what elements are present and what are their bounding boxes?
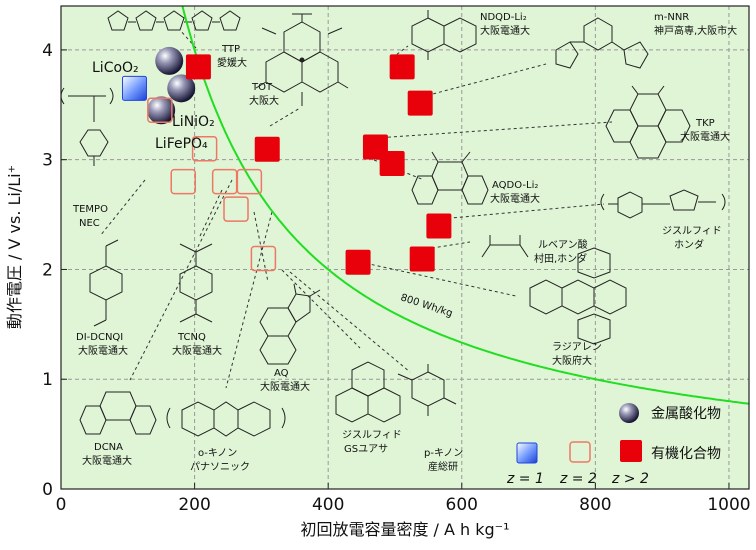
y-axis-title: 動作電圧 / V vs. Li/Li⁺: [5, 165, 24, 329]
x-tick-label: 600: [446, 495, 478, 515]
y-tick-label: 4: [42, 41, 53, 61]
z3-point: [426, 213, 452, 239]
leader-line: [359, 261, 517, 297]
x-tick-label: 200: [178, 495, 210, 515]
metal-label: LiFePO₄: [155, 136, 208, 152]
leader-line: [199, 189, 223, 237]
legend-open-square-icon: [569, 441, 591, 463]
metal-oxide-labels: LiCoO₂ LiNiO₂ LiFePO₄: [92, 60, 215, 152]
compound-label: パナソニック: [190, 461, 250, 473]
leader-lines: [99, 29, 613, 389]
plot-frame: [60, 5, 750, 490]
legend: 金属酸化物 有機化合物 z = 1 z = 2 z > 2: [506, 403, 721, 487]
z2-point: [236, 168, 263, 195]
compound-label: o-キノン: [198, 448, 237, 459]
compound-label: 大阪電通大: [82, 454, 132, 467]
compound-label: TTP: [221, 44, 240, 55]
legend-z3-label: z > 2: [611, 471, 649, 487]
compound-label: 大阪電通大: [172, 344, 222, 357]
compound-label: 村田,ホンダ: [534, 252, 587, 265]
compound-label: TOT: [251, 82, 273, 93]
compound-label: p-キノン: [424, 448, 463, 459]
compound-label: 神戸高専,大阪市大: [654, 24, 737, 37]
metal-label: LiNiO₂: [172, 114, 215, 130]
energy-density-curve: [181, 5, 750, 405]
compound-label: AQDO-Li₂: [492, 180, 538, 191]
y-tick-label: 1: [42, 370, 53, 390]
compound-label: NEC: [79, 218, 100, 229]
compound-label: 愛媛大: [217, 56, 247, 69]
compound-label: 大阪電通大: [78, 344, 128, 357]
molecule-structures: [60, 10, 726, 437]
leader-line: [225, 211, 273, 389]
z1-point: [121, 75, 147, 101]
compound-label: 大阪大: [249, 94, 279, 107]
legend-blue-square-icon: [516, 442, 538, 464]
y-tick-label: 2: [42, 260, 53, 280]
data-marks: [121, 46, 452, 275]
z3-point: [379, 150, 405, 176]
compound-label: DI-DCNQI: [76, 332, 123, 343]
z3-point: [409, 246, 435, 272]
compound-label: ジスルフィド: [342, 430, 402, 441]
metal-oxide-point: [167, 74, 196, 103]
z3-point: [407, 90, 433, 116]
leader-line: [289, 271, 411, 373]
compound-label: DCNA: [94, 442, 123, 453]
legend-metal-label: 金属酸化物: [651, 406, 721, 422]
compound-label: m-NNR: [654, 12, 689, 23]
compound-label: ラジアレン: [552, 341, 602, 353]
compound-label: NDQD-Li₂: [480, 12, 527, 23]
z3-point: [389, 54, 415, 80]
compound-label: AQ: [274, 368, 289, 379]
metal-oxide-point: [155, 46, 184, 75]
legend-z2-label: z = 2: [559, 471, 597, 487]
x-tick-label: 0: [56, 495, 67, 515]
z2-point: [191, 135, 218, 162]
x-tick-label: 800: [579, 495, 611, 515]
metal-label: LiCoO₂: [92, 60, 139, 76]
compound-label: TCNQ: [177, 332, 206, 343]
x-tick-label: 400: [312, 495, 344, 515]
leader-line: [129, 179, 233, 381]
x-tick-label: 1000: [707, 495, 750, 515]
z2-point: [223, 196, 249, 222]
compound-label: TKP: [695, 118, 715, 129]
z3-point: [345, 249, 371, 275]
z3-point: [254, 136, 280, 162]
metal-oxide-point: [147, 96, 176, 125]
leader-line: [179, 29, 197, 49]
legend-sphere-icon: [619, 403, 639, 423]
leader-line: [281, 269, 361, 349]
compound-label: ホンダ: [674, 238, 704, 251]
z2-point: [170, 168, 196, 195]
compound-label: 産総研: [428, 460, 458, 473]
compound-label: 大阪府大: [552, 354, 592, 367]
y-tick-label: 3: [42, 151, 53, 171]
legend-red-square-icon: [620, 440, 642, 462]
legend-z1-label: z = 1: [506, 471, 544, 487]
compound-label: GSユアサ: [344, 443, 388, 455]
x-axis-title: 初回放電容量密度 / A h kg⁻¹: [300, 520, 509, 539]
z2-point: [147, 97, 173, 124]
compound-labels: TTP 愛媛大 NDQD-Li₂ 大阪電通大 m-NNR 神戸高専,大阪市大 T…: [72, 12, 737, 473]
legend-organic-label: 有機化合物: [651, 446, 721, 462]
compound-label: 大阪電通大: [480, 24, 530, 37]
compound-label: ジスルフィド: [662, 226, 722, 237]
z3-point: [185, 54, 211, 80]
compound-label: 大阪電通大: [260, 380, 310, 393]
y-tick-label: 0: [42, 480, 53, 500]
axis-ticks: 0 200 400 600 800 1000 0 1 2 3 4: [42, 41, 750, 515]
compound-label: 大阪電通大: [680, 130, 730, 143]
leader-line: [429, 203, 605, 221]
z2-point: [250, 245, 277, 272]
compound-label: ルベアン酸: [538, 238, 588, 251]
compound-label: TEMPO: [72, 204, 108, 215]
compound-label: 大阪電通大: [490, 192, 540, 205]
